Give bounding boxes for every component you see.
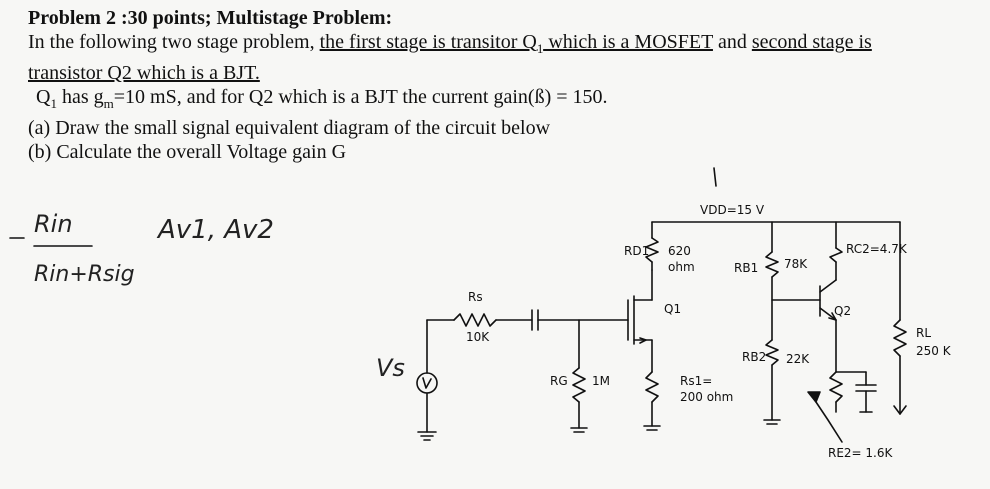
q1-label: Q1: [664, 302, 682, 316]
q2-label: Q2: [834, 304, 852, 318]
rg-resistor-symbol: [572, 367, 586, 403]
rc2-label: RC2=4.7K: [846, 242, 907, 256]
problem-line-1: In the following two stage problem, the …: [28, 30, 968, 61]
rs1-value: 200 ohm: [680, 390, 734, 404]
line2-second-stage-bjt: transistor Q2 which is a BJT.: [28, 62, 260, 84]
rb1-value: 78K: [784, 257, 808, 271]
problem-title: Problem 2 :30 points; Multistage Problem…: [28, 7, 393, 29]
handwritten-vs: Vs: [376, 354, 405, 382]
tick-mark: [713, 167, 717, 187]
rs1-resistor-symbol: [645, 371, 659, 403]
line1-text: In the following two stage problem,: [28, 31, 320, 53]
rb1-label: RB1: [734, 261, 759, 275]
line1-first-stage: the first stage is transitor Q1 which is…: [319, 31, 713, 56]
re2-resistor-symbol: [829, 371, 843, 403]
rs-resistor-symbol: [453, 313, 497, 327]
rb2-resistor-symbol: [765, 339, 779, 366]
part-a: (a) Draw the small signal equivalent dia…: [28, 117, 551, 139]
rs1-label: Rs1=: [680, 374, 713, 388]
line1-second-stage: second stage is: [751, 31, 872, 53]
problem-line-2: transistor Q2 which is a BJT.: [28, 61, 968, 85]
handwritten-rin-rsig: Rin+Rsig: [34, 262, 135, 287]
voltage-source-symbol: [416, 372, 438, 394]
rg-value: 1M: [592, 374, 610, 388]
re2-label: RE2= 1.6K: [828, 446, 893, 460]
rs-label: Rs: [468, 290, 483, 304]
rc2-resistor-symbol: [829, 247, 843, 263]
rb1-resistor-symbol: [765, 251, 779, 278]
handwritten-rin: Rin: [34, 210, 73, 238]
rb2-value: 22K: [786, 352, 810, 366]
line1-and: and: [712, 31, 752, 53]
rb2-label: RB2: [742, 350, 767, 364]
rl-resistor-symbol: [893, 319, 907, 357]
rs-value: 10K: [466, 330, 490, 344]
problem-statement: Problem 2 :30 points; Multistage Problem…: [28, 6, 968, 164]
rl-value: 250 K: [916, 344, 951, 358]
handwritten-gains: Av1, Av2: [158, 215, 274, 245]
rd1-unit: ohm: [668, 260, 695, 274]
re2-pointer: [811, 395, 843, 443]
rl-label: RL: [916, 326, 932, 340]
rd1-label: RD1: [624, 244, 650, 258]
problem-line-3: Q1 has gm=10 mS, and for Q2 which is a B…: [36, 86, 608, 111]
part-b: (b) Calculate the overall Voltage gain G: [28, 141, 347, 163]
rg-label: RG: [550, 374, 568, 388]
rd1-value: 620: [668, 244, 691, 258]
vdd-label: VDD=15 V: [700, 203, 765, 217]
rd1-resistor-symbol: [645, 237, 659, 263]
